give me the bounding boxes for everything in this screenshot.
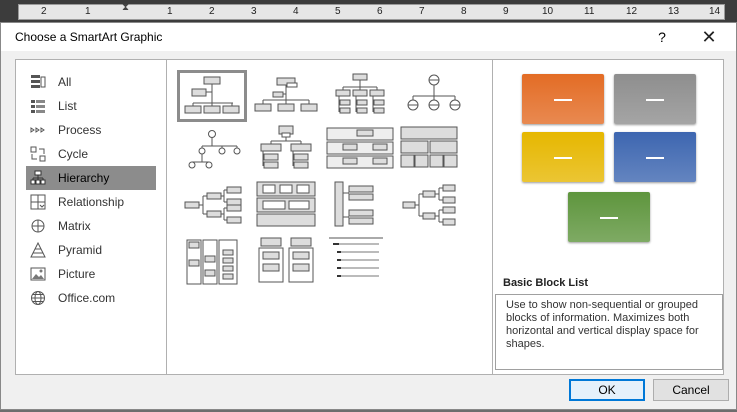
layout-thumb-labeled-hierarchy[interactable] bbox=[325, 124, 395, 176]
layout-thumb-lined-hierarchy[interactable] bbox=[325, 234, 395, 286]
help-button[interactable]: ? bbox=[658, 29, 666, 45]
circle-hierarchy-thumbnail bbox=[407, 74, 461, 111]
category-pyramid[interactable]: Pyramid bbox=[26, 238, 156, 262]
layout-thumb-architecture[interactable] bbox=[399, 180, 469, 232]
globe-icon bbox=[31, 291, 45, 305]
category-label: Office.com bbox=[58, 291, 116, 305]
layout-thumb-circle-picture-hierarchy[interactable] bbox=[399, 70, 469, 122]
ruler-label: 7 bbox=[419, 6, 425, 17]
ruler-label: 11 bbox=[584, 6, 595, 17]
ruler-label: 10 bbox=[542, 6, 554, 17]
ruler-track: 2 1 ⧗ 1 2 3 4 5 6 7 8 9 10 11 12 13 14 bbox=[18, 2, 725, 20]
layout-thumb-vertical-hierarchy[interactable] bbox=[177, 234, 247, 286]
architecture-thumbnail bbox=[402, 184, 456, 226]
ruler-label: 12 bbox=[626, 6, 638, 17]
ruler-label: 8 bbox=[461, 6, 467, 17]
dialog-title: Choose a SmartArt Graphic bbox=[15, 30, 163, 44]
category-office-com[interactable]: Office.com bbox=[26, 286, 156, 310]
hierarchy-list-thumbnail bbox=[256, 181, 316, 227]
name-title-org-chart-thumbnail bbox=[254, 77, 318, 112]
layout-thumb-hierarchy-circles[interactable] bbox=[177, 124, 247, 176]
half-circle-org-chart-thumbnail bbox=[335, 73, 385, 114]
ruler-label: 14 bbox=[709, 6, 721, 17]
category-label: List bbox=[58, 99, 77, 113]
category-cycle[interactable]: Cycle bbox=[26, 142, 156, 166]
ruler-label: 6 bbox=[377, 6, 383, 17]
category-matrix[interactable]: Matrix bbox=[26, 214, 156, 238]
preview-pane: Basic Block List Use to show non-sequent… bbox=[492, 59, 724, 375]
lined-list-thumbnail bbox=[334, 181, 374, 227]
hierarchy-icon bbox=[30, 170, 46, 185]
layout-description: Use to show non-sequential or grouped bl… bbox=[506, 299, 699, 350]
horizontal-hierarchy-thumbnail bbox=[184, 186, 242, 224]
category-hierarchy[interactable]: Hierarchy bbox=[26, 166, 156, 190]
category-label: Process bbox=[58, 123, 102, 137]
category-picture[interactable]: Picture bbox=[26, 262, 156, 286]
labeled-hierarchy-thumbnail bbox=[326, 127, 394, 169]
smartart-dialog: Choose a SmartArt Graphic ? ✕ All List P… bbox=[0, 22, 737, 410]
ruler-label: 3 bbox=[251, 6, 257, 17]
layout-name: Basic Block List bbox=[503, 277, 588, 289]
category-relationship[interactable]: Relationship bbox=[26, 190, 156, 214]
lined-hierarchy-thumbnail bbox=[329, 237, 383, 277]
dialog-titlebar: Choose a SmartArt Graphic ? ✕ bbox=[1, 23, 736, 51]
category-label: Matrix bbox=[58, 219, 91, 233]
layout-thumb-name-title-org-chart[interactable] bbox=[251, 70, 321, 122]
table-list-thumbnail bbox=[258, 237, 314, 283]
picture-icon bbox=[30, 267, 46, 281]
layout-thumb-lined-list[interactable] bbox=[325, 180, 395, 232]
category-label: Hierarchy bbox=[58, 171, 110, 185]
cancel-button[interactable]: Cancel bbox=[653, 379, 729, 401]
category-label: Cycle bbox=[58, 147, 89, 161]
layout-thumb-table-hierarchy[interactable] bbox=[399, 124, 469, 176]
pyramid-icon bbox=[30, 242, 46, 258]
description-box: Use to show non-sequential or grouped bl… bbox=[495, 294, 723, 370]
ruler-label: 13 bbox=[668, 6, 680, 17]
layout-thumb-hierarchy[interactable] bbox=[251, 124, 321, 176]
category-process[interactable]: Process bbox=[26, 118, 156, 142]
matrix-icon bbox=[31, 219, 45, 233]
vertical-hierarchy-thumbnail bbox=[186, 239, 238, 285]
preview-block-blue bbox=[614, 132, 696, 182]
preview-block-gray bbox=[614, 74, 696, 124]
category-list: All List Process Cycle Hierarchy Relatio… bbox=[15, 59, 167, 375]
category-label: Pyramid bbox=[58, 243, 103, 257]
close-button[interactable]: ✕ bbox=[701, 27, 717, 47]
category-label: Picture bbox=[58, 267, 96, 281]
relationship-icon bbox=[30, 194, 46, 210]
ruler-label: 2 bbox=[209, 6, 215, 17]
layout-thumb-horizontal-hierarchy[interactable] bbox=[177, 180, 247, 232]
ruler-label: 1 bbox=[167, 6, 173, 17]
ruler-label: 5 bbox=[335, 6, 341, 17]
category-label: Relationship bbox=[58, 195, 125, 209]
hierarchy-circles-thumbnail bbox=[188, 130, 241, 169]
table-hierarchy-thumbnail bbox=[400, 126, 458, 168]
layout-gallery bbox=[167, 59, 493, 375]
hierarchy-thumbnail bbox=[260, 125, 312, 169]
ruler-label: 2 bbox=[41, 6, 47, 17]
ruler-label: 4 bbox=[293, 6, 299, 17]
list-icon bbox=[31, 100, 45, 113]
layout-thumb-half-circle-org-chart[interactable] bbox=[325, 70, 395, 122]
category-all[interactable]: All bbox=[26, 70, 156, 94]
cycle-icon bbox=[30, 146, 46, 162]
ruler-label: 1 bbox=[85, 6, 91, 17]
layout-thumb-org-chart[interactable] bbox=[177, 70, 247, 122]
indent-marker-icon[interactable]: ⧗ bbox=[122, 2, 130, 13]
process-icon bbox=[30, 127, 45, 133]
preview-block-yellow bbox=[522, 132, 604, 182]
category-list-item[interactable]: List bbox=[26, 94, 156, 118]
preview-block-green bbox=[568, 192, 650, 242]
layout-thumb-table-list[interactable] bbox=[251, 234, 321, 286]
ruler: 2 1 ⧗ 1 2 3 4 5 6 7 8 9 10 11 12 13 14 bbox=[0, 0, 737, 22]
preview-block-orange bbox=[522, 74, 604, 124]
ok-button[interactable]: OK bbox=[569, 379, 645, 401]
layout-thumb-hierarchy-list[interactable] bbox=[251, 180, 321, 232]
all-icon bbox=[31, 75, 46, 88]
org-chart-thumbnail bbox=[184, 76, 240, 114]
category-label: All bbox=[58, 75, 72, 89]
ruler-label: 9 bbox=[503, 6, 509, 17]
